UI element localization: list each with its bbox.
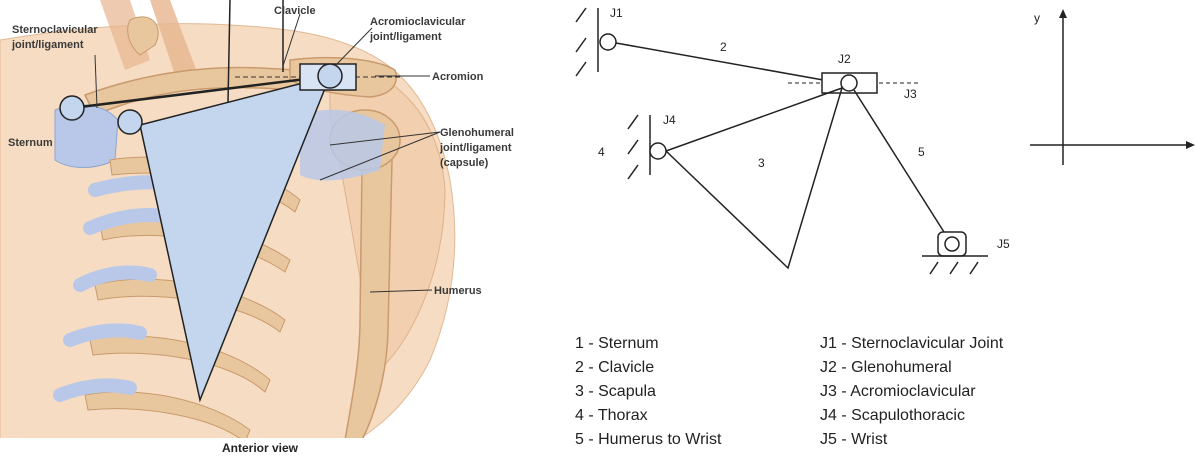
j4-joint bbox=[650, 143, 666, 159]
label-y-axis: y bbox=[1034, 11, 1040, 25]
legend-joint-1: J1 - Sternoclavicular Joint bbox=[820, 335, 1004, 352]
label-j3: J3 bbox=[904, 87, 917, 101]
label-acromioclavicular-line2: joint/ligament bbox=[369, 31, 442, 43]
label-j5: J5 bbox=[997, 237, 1010, 251]
j2-joint bbox=[841, 75, 857, 91]
sternoclavicular-joint-overlay bbox=[60, 96, 84, 120]
label-acromion: Acromion bbox=[432, 71, 484, 83]
legend-joint-4: J4 - Scapulothoracic bbox=[820, 407, 965, 424]
legend-joint-5: J5 - Wrist bbox=[820, 431, 888, 448]
shoulder-anatomy-illustration: Sternoclavicular joint/ligament Clavicle… bbox=[0, 0, 560, 457]
legend-link-3: 3 - Scapula bbox=[575, 383, 656, 400]
label-acromioclavicular-line1: Acromioclavicular bbox=[370, 16, 466, 28]
legend-link-5: 5 - Humerus to Wrist bbox=[575, 431, 722, 448]
label-sternum: Sternum bbox=[8, 137, 53, 149]
label-link-3: 3 bbox=[758, 156, 765, 170]
kinematic-diagram: J1 2 J2 J3 J4 4 3 5 bbox=[560, 0, 1195, 457]
legend-joint-2: J2 - Glenohumeral bbox=[820, 359, 952, 376]
anatomy-panel: Sternoclavicular joint/ligament Clavicle… bbox=[0, 0, 560, 457]
label-link-4: 4 bbox=[598, 145, 605, 159]
label-glenohumeral-line3: (capsule) bbox=[440, 157, 489, 169]
label-clavicle: Clavicle bbox=[274, 5, 316, 17]
j5-joint bbox=[945, 237, 959, 251]
label-j2: J2 bbox=[838, 52, 851, 66]
label-j4: J4 bbox=[663, 113, 676, 127]
label-j1: J1 bbox=[610, 6, 623, 20]
label-glenohumeral-line2: joint/ligament bbox=[439, 142, 512, 154]
scapulothoracic-joint-overlay bbox=[118, 110, 142, 134]
legend-link-4: 4 - Thorax bbox=[575, 407, 648, 424]
label-link-2: 2 bbox=[720, 40, 727, 54]
glenohumeral-joint-overlay bbox=[318, 64, 342, 88]
label-sternoclavicular-line2: joint/ligament bbox=[11, 39, 84, 51]
label-glenohumeral-line1: Glenohumeral bbox=[440, 127, 514, 139]
label-humerus: Humerus bbox=[434, 285, 482, 297]
label-sternoclavicular-line1: Sternoclavicular bbox=[12, 24, 98, 36]
j1-joint bbox=[600, 34, 616, 50]
legend-link-2: 2 - Clavicle bbox=[575, 359, 654, 376]
anatomy-caption: Anterior view bbox=[222, 441, 299, 455]
legend-joint-3: J3 - Acromioclavicular bbox=[820, 383, 976, 400]
legend-link-1: 1 - Sternum bbox=[575, 335, 659, 352]
label-link-5: 5 bbox=[918, 145, 925, 159]
mechanism-panel: J1 2 J2 J3 J4 4 3 5 bbox=[560, 0, 1195, 457]
